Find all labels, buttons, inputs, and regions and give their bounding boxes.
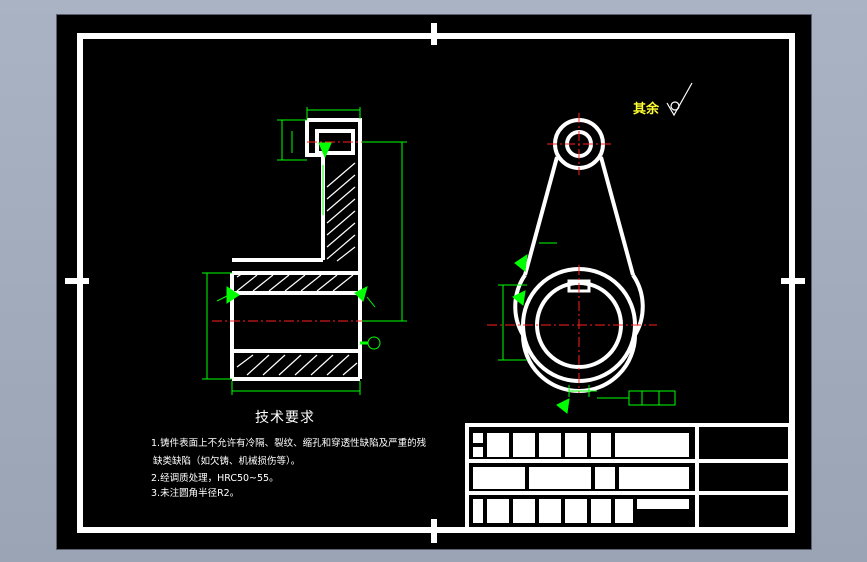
title-block-cells [473,433,689,523]
section-dimensions [202,107,407,395]
cad-drawing [65,23,805,543]
section-view [230,118,362,381]
tech-requirement-line: 2.经调质处理，HRC50~55。 [151,473,279,484]
tech-requirement-line: 1.铸件表面上不允许有冷隔、裂纹、缩孔和穿透性缺陷及严重的残 [151,438,427,449]
roughness-symbol [666,82,693,117]
tech-requirements-title: 技术要求 [255,410,315,426]
lever-dimensions [498,242,676,414]
lever-centerlines [487,113,657,393]
section-hatch [236,162,358,376]
drawing-sheet: 其余 技术要求 1.铸件表面上不允许有冷隔、裂纹、缩孔和穿透性缺陷及严重的残 缺… [56,14,812,550]
tech-requirement-line: 3.未注圆角半径R2。 [151,488,240,499]
roughness-note: 其余 [633,102,660,117]
drawing-frame [65,23,805,543]
section-centerlines [212,141,387,322]
tech-requirement-line: 缺类缺陷（如欠铸、机械损伤等）。 [153,456,301,467]
title-block [465,423,792,531]
